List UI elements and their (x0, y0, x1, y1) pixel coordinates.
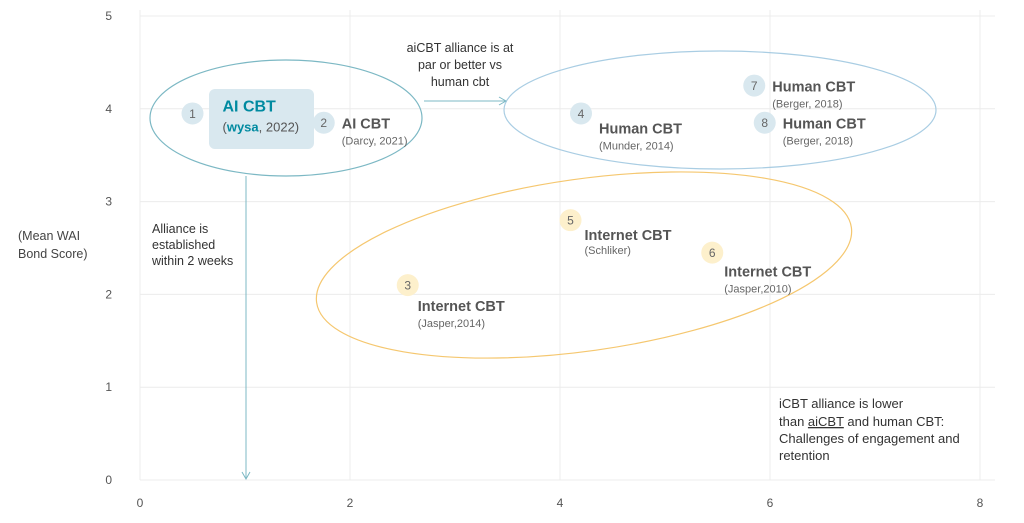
point-3-name: Internet CBT (418, 299, 505, 315)
annotation-alliance-established-line-1: Alliance is (152, 222, 208, 236)
human-cbt-cluster-ellipse (503, 50, 937, 170)
annotation-icbt-lower-rest: and human CBT: (844, 414, 944, 429)
point-2-source: (Darcy, 2021) (342, 136, 408, 148)
point-2-badge (312, 111, 335, 134)
point-8-number: 8 (761, 116, 768, 130)
annotation-icbt-lower-line-3: Challenges of engagement and (779, 431, 960, 446)
x-tick-label-2: 4 (557, 496, 564, 510)
point-7-name: Human CBT (772, 80, 855, 96)
point-1-source-part-1: wysa (226, 119, 260, 134)
y-tick-label-5: 5 (105, 9, 112, 23)
point-3-badge (396, 274, 419, 297)
ai-cbt-cluster-ellipse (149, 59, 423, 177)
y-tick-label-2: 2 (105, 287, 112, 301)
annotation-icbt-lower-line-1: iCBT alliance is lower (779, 396, 904, 411)
y-tick-label-4: 4 (105, 102, 112, 116)
point-8-name: Human CBT (783, 117, 866, 133)
x-tick-label-4: 8 (977, 496, 984, 510)
point-5-number: 5 (567, 214, 574, 228)
point-8-source: (Berger, 2018) (783, 136, 853, 148)
annotation-alliance-parity: aiCBT alliance is at par or better vs hu… (407, 41, 514, 89)
point-2-number: 2 (320, 116, 327, 130)
point-7-source: (Berger, 2018) (772, 99, 842, 111)
annotation-alliance-parity-line-3: human cbt (431, 75, 490, 89)
point-1-number: 1 (189, 107, 196, 121)
x-tick-label-3: 6 (767, 496, 774, 510)
alliance-parity-arrow (424, 96, 508, 106)
annotation-icbt-lower-line-2: than aiCBT and human CBT: (779, 414, 944, 429)
axis-ticks: 0 1 2 3 4 5 0 2 4 6 8 (105, 9, 983, 510)
internet-cbt-cluster-ellipse (315, 171, 853, 359)
annotation-icbt-lower-aicbt: aiCBT (808, 414, 844, 429)
annotation-alliance-established: Alliance is established within 2 weeks (151, 222, 233, 268)
point-1-badge (181, 102, 204, 125)
annotation-icbt-lower: iCBT alliance is lower than aiCBT and hu… (779, 396, 960, 463)
annotation-alliance-parity-line-1: aiCBT alliance is at (407, 41, 514, 55)
point-4-badge (570, 102, 592, 125)
x-tick-label-0: 0 (137, 496, 144, 510)
point-7-badge (743, 74, 766, 97)
x-tick-label-1: 2 (347, 496, 354, 510)
data-points: 1 AI CBT (wysa, 2022) 2 AI CBT (Darcy, 2021) 4… (181, 74, 866, 330)
point-4-number: 4 (578, 107, 585, 121)
point-1-source: (wysa, 2022) (223, 119, 300, 134)
point-8-badge (753, 111, 776, 134)
point-5-name: Internet CBT (585, 228, 672, 244)
point-6-source: (Jasper,2010) (724, 284, 791, 296)
annotation-alliance-parity-line-2: par or better vs (418, 58, 502, 72)
annotation-alliance-established-line-3: within 2 weeks (151, 254, 233, 268)
point-1-source-part-2: , 2022) (259, 119, 299, 134)
point-6-badge (701, 241, 724, 264)
y-tick-label-1: 1 (105, 380, 112, 394)
alliance-established-arrow (241, 176, 251, 481)
point-5-source: (Schliker) (585, 245, 631, 257)
point-2-name: AI CBT (342, 117, 390, 133)
point-6-number: 6 (709, 246, 716, 260)
y-tick-label-3: 3 (105, 195, 112, 209)
point-7: 7 Human CBT (Berger, 2018) (743, 74, 855, 111)
annotation-alliance-established-line-2: established (152, 238, 215, 252)
point-2: 2 AI CBT (Darcy, 2021) (312, 111, 408, 148)
point-1: 1 AI CBT (wysa, 2022) (181, 98, 300, 134)
point-8: 8 Human CBT (Berger, 2018) (753, 111, 866, 148)
point-1-source-part-0: ( (223, 119, 228, 134)
ylabel-line-2: Bond Score) (18, 247, 87, 261)
annotation-icbt-lower-than: than (779, 414, 808, 429)
point-4-source: (Munder, 2014) (599, 140, 674, 152)
point-1-name: AI CBT (223, 98, 277, 115)
annotation-icbt-lower-line-4: retention (779, 448, 830, 463)
point-6-name: Internet CBT (724, 265, 811, 281)
point-4-name: Human CBT (599, 121, 682, 137)
point-7-number: 7 (751, 79, 758, 93)
point-3-source: (Jasper,2014) (418, 318, 485, 330)
point-3-number: 3 (404, 279, 411, 293)
y-tick-label-0: 0 (105, 473, 112, 487)
wysa-highlight-box (209, 89, 314, 149)
ylabel-line-1: (Mean WAI (18, 229, 80, 243)
point-5-badge (559, 209, 582, 232)
